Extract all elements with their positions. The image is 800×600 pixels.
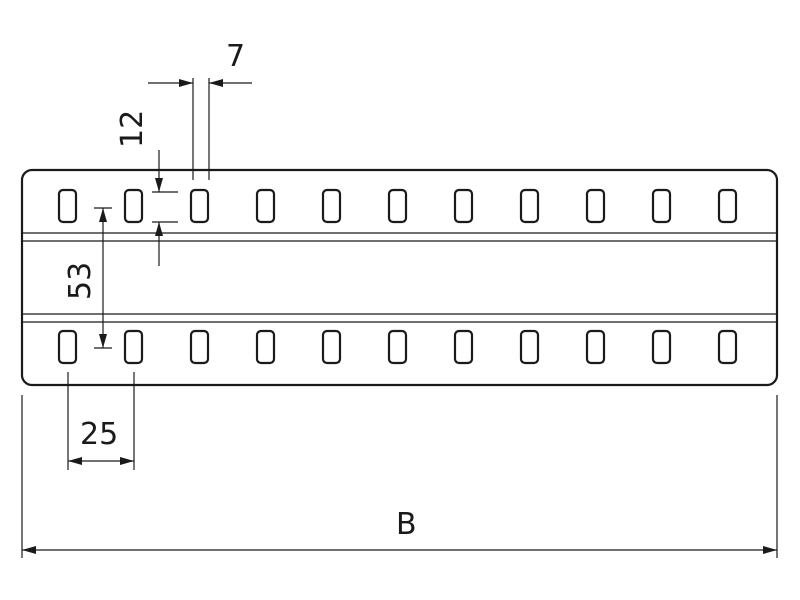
slot-hole [387, 188, 408, 224]
slot-hole [189, 188, 210, 224]
dimension-row-spacing: 53 [63, 207, 112, 349]
slot-hole [585, 329, 606, 365]
dimension-label-slot-height: 12 [115, 110, 150, 148]
slot-hole [651, 188, 672, 224]
dimension-label-row-spacing: 53 [63, 262, 98, 300]
slot-row-top [57, 188, 738, 224]
arrowhead [209, 79, 223, 87]
slot-hole [57, 329, 78, 365]
slot-hole [387, 329, 408, 365]
slot-hole [717, 329, 738, 365]
arrowhead [99, 334, 107, 348]
slot-hole [651, 329, 672, 365]
slot-hole [585, 188, 606, 224]
arrowhead [155, 178, 163, 192]
slot-hole [255, 329, 276, 365]
arrowhead [99, 208, 107, 222]
slot-hole [717, 188, 738, 224]
arrowhead [22, 546, 36, 554]
slot-hole [255, 188, 276, 224]
dimension-label-slot-width: 7 [226, 39, 245, 74]
slot-hole [519, 188, 540, 224]
arrowhead [763, 546, 777, 554]
dimension-slot-width: 7 [148, 39, 252, 180]
slot-hole [453, 188, 474, 224]
slot-hole [57, 188, 78, 224]
arrowhead [155, 222, 163, 236]
dimension-overall-width: B [21, 395, 778, 558]
arrowhead [68, 457, 82, 465]
dimension-label-overall-width: B [396, 507, 417, 542]
slot-hole [123, 188, 144, 224]
slot-hole [321, 188, 342, 224]
slot-hole [189, 329, 210, 365]
arrowhead [120, 457, 134, 465]
dimension-slot-height: 12 [115, 110, 178, 266]
arrowhead [179, 79, 193, 87]
slot-hole [453, 329, 474, 365]
slot-hole [123, 329, 144, 365]
dimension-slot-pitch: 25 [67, 372, 135, 470]
slot-row-bottom [57, 329, 738, 365]
slot-hole [321, 329, 342, 365]
dimension-label-slot-pitch: 25 [80, 417, 118, 452]
slot-hole [519, 329, 540, 365]
